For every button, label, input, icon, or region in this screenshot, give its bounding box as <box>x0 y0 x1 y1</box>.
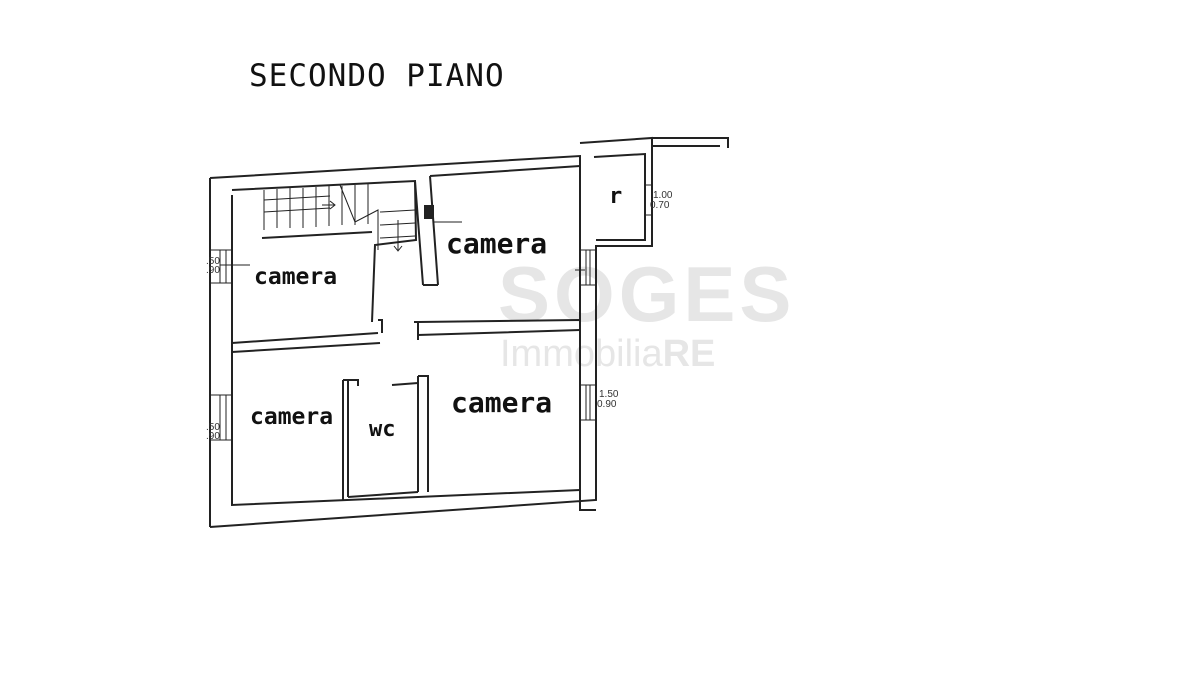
wc-wall-right <box>391 375 429 492</box>
door-jamb <box>378 319 383 333</box>
dim-left-top-height: .90 <box>206 265 220 276</box>
fixture-square <box>424 205 434 219</box>
room-camera-top-left: camera <box>254 264 338 290</box>
wc-wall-bottom <box>347 491 419 498</box>
annex-inner <box>593 152 646 241</box>
dim-r-width: 1.00 <box>653 190 673 201</box>
stair-wall <box>231 179 418 323</box>
watermark-tagline-bold: RE <box>662 333 716 375</box>
stair-inner-wall <box>261 231 373 239</box>
annex-tab <box>652 137 729 148</box>
dim-left-top-width: .50 <box>206 256 220 267</box>
annex-wall <box>579 136 653 247</box>
fixture-lines <box>220 221 585 271</box>
dim-left-bottom-width: .50 <box>206 422 220 433</box>
wc-wall-left <box>342 379 359 500</box>
hall-wall-top <box>414 165 581 286</box>
stair-arrow <box>322 200 403 252</box>
dim-left-bottom-height: .90 <box>206 431 220 442</box>
middle-wall-left-b <box>231 342 381 353</box>
middle-wall-left <box>231 332 379 344</box>
plan-walls <box>209 136 729 528</box>
outer-wall <box>209 154 597 528</box>
room-wc: wc <box>369 417 396 442</box>
room-camera-top-right: camera <box>446 227 548 260</box>
room-camera-bottom-left: camera <box>250 404 334 430</box>
inner-outline <box>231 195 581 507</box>
dim-right-window-height: 0.90 <box>597 399 617 410</box>
window-marks <box>210 184 652 441</box>
dim-r-height: 0.70 <box>650 200 670 211</box>
room-camera-bottom-right: camera <box>451 386 553 419</box>
stair-treads <box>263 184 416 250</box>
watermark-tagline-light: Immobilia <box>500 333 663 375</box>
middle-wall-right <box>417 319 581 336</box>
door-jamb-2 <box>414 321 419 340</box>
room-r: r <box>609 184 623 209</box>
dim-right-window-width: 1.50 <box>599 389 619 400</box>
watermark-tagline: ImmobiliaRE <box>500 335 715 373</box>
page-title: SECONDO PIANO <box>249 58 505 94</box>
